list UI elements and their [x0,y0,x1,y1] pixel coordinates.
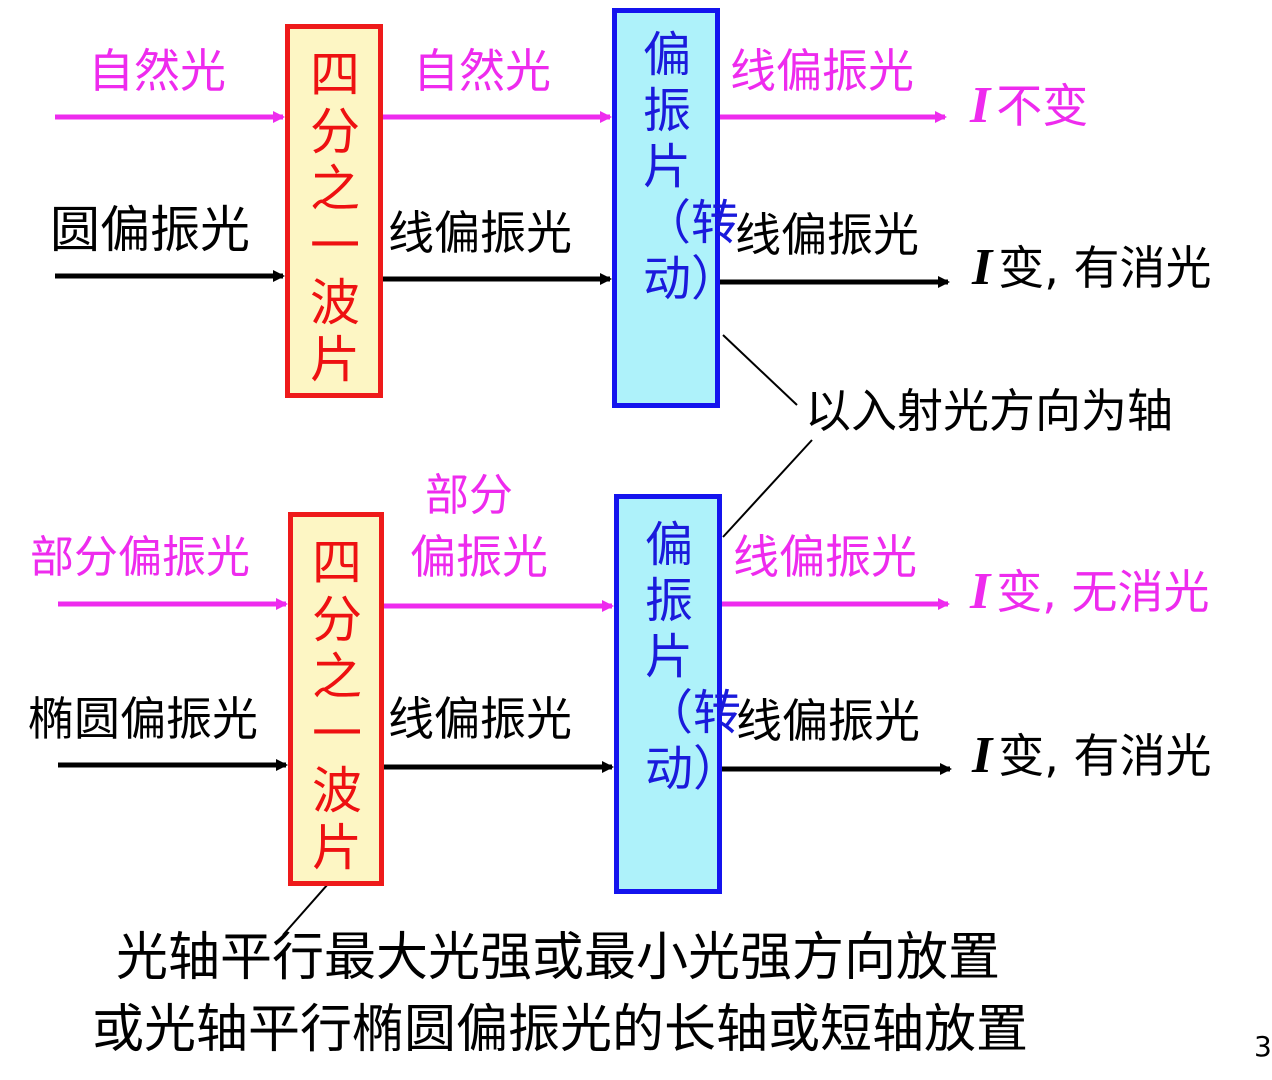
intensity-symbol: I [970,563,991,620]
bottom-polarizer: 偏振片（转动） [614,494,742,894]
bottom-row2-mid-label: 线偏振光 [388,692,572,746]
axis-note: 以入射光方向为轴 [805,384,1173,438]
bottom-polarizer-label: 偏振片（转动） [645,517,742,797]
top-row1-out-label: 线偏振光 [730,44,914,98]
bottom-row2-input-label: 椭圆偏振光 [28,692,258,746]
bottom-row1-input-label: 部分偏振光 [30,532,250,583]
top-row1-input-label: 自然光 [88,44,226,98]
top-quarter-wave-plate: 四分之一波片 [285,24,383,398]
result-text: 变, 有消光 [998,241,1212,295]
bottom-qwp-label: 四分之一波片 [312,534,362,877]
bottom-row1-mid-label-line1: 部分 [425,470,513,521]
intensity-symbol: I [970,77,991,134]
bottom-row2-out-label: 线偏振光 [736,694,920,748]
top-polarizer: 偏振片（转动） [612,8,740,408]
bottom-quarter-wave-plate: 四分之一波片 [288,512,384,886]
top-row1-mid-label: 自然光 [413,44,551,98]
top-row2-mid-label: 线偏振光 [388,206,572,260]
bottom-row1-out-label: 线偏振光 [733,530,917,584]
footer-note-line2: 或光轴平行椭圆偏振光的长轴或短轴放置 [91,1000,1028,1060]
leader-bottom-polarizer [722,439,813,538]
result-text: 变, 无消光 [996,565,1210,619]
result-text: 变, 有消光 [998,729,1212,783]
top-row2-out-label: 线偏振光 [735,208,919,262]
top-row2-input-label: 圆偏振光 [50,201,250,259]
footer-note-line1: 光轴平行最大光强或最小光强方向放置 [115,928,1000,988]
bottom-row1-mid-label-line2: 偏振光 [410,530,548,584]
page-number: 3 [1254,1030,1272,1063]
top-qwp-label: 四分之一波片 [310,46,360,389]
top-polarizer-label: 偏振片（转动） [643,27,740,307]
leader-top-polarizer [722,334,798,406]
intensity-symbol: I [972,239,993,296]
intensity-symbol: I [972,727,993,784]
result-text: 不变 [996,79,1089,133]
